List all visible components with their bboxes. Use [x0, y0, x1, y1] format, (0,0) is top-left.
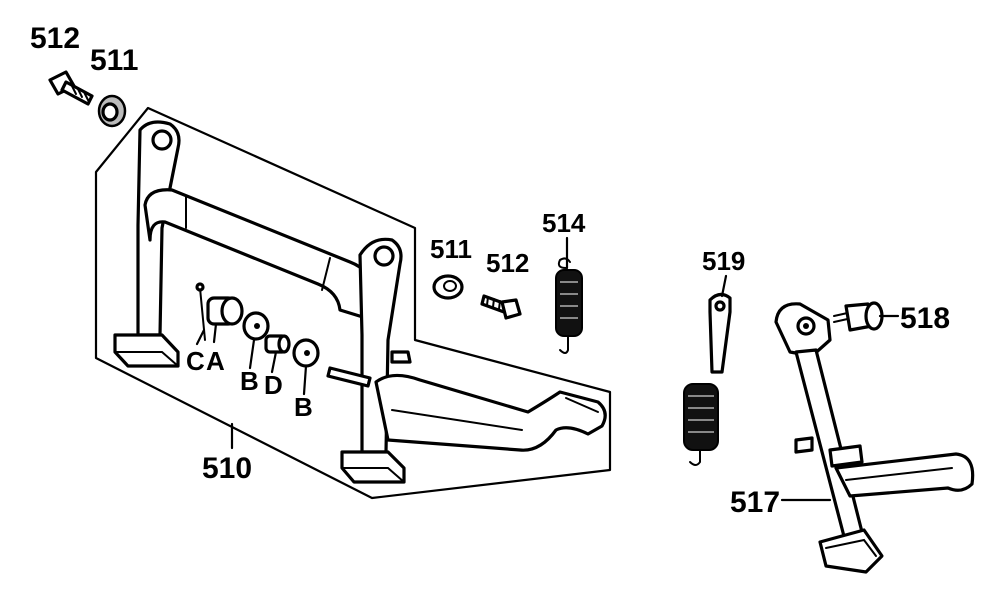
label-512-middle: 512 [486, 248, 529, 278]
leader-C [195, 328, 206, 346]
label-519: 519 [702, 246, 745, 276]
nut-511-top-left [97, 94, 127, 128]
label-B-1: B [240, 366, 259, 396]
label-D: D [264, 370, 283, 400]
main-stand-510 [113, 120, 607, 484]
bolt-518 [833, 301, 884, 332]
leader-D [270, 350, 278, 374]
leader-B1 [248, 338, 256, 370]
label-C: C [186, 346, 205, 376]
bolt-512-middle [480, 294, 522, 320]
washer-b-2 [292, 338, 320, 368]
label-A: A [206, 346, 225, 376]
label-511-top-left: 511 [90, 44, 138, 77]
label-512-top-left: 512 [30, 22, 80, 55]
bolt-512-top-left [48, 70, 94, 106]
label-517: 517 [730, 486, 780, 519]
side-stand-517 [774, 302, 975, 574]
label-514: 514 [542, 208, 586, 238]
label-511-middle: 511 [430, 234, 472, 264]
spring-514 [555, 257, 583, 354]
washer-b-1 [242, 311, 270, 341]
assembly-boundary-510 [94, 106, 612, 500]
label-B-2: B [294, 392, 313, 422]
label-510: 510 [202, 452, 252, 485]
leader-B2 [302, 364, 308, 396]
leader-A [212, 322, 218, 344]
leader-519 [720, 274, 728, 298]
spring-bracket-519 [683, 292, 732, 466]
nut-511-middle [432, 274, 464, 300]
bushing-a [206, 296, 244, 326]
label-518: 518 [900, 302, 950, 335]
collar-d [264, 334, 291, 354]
